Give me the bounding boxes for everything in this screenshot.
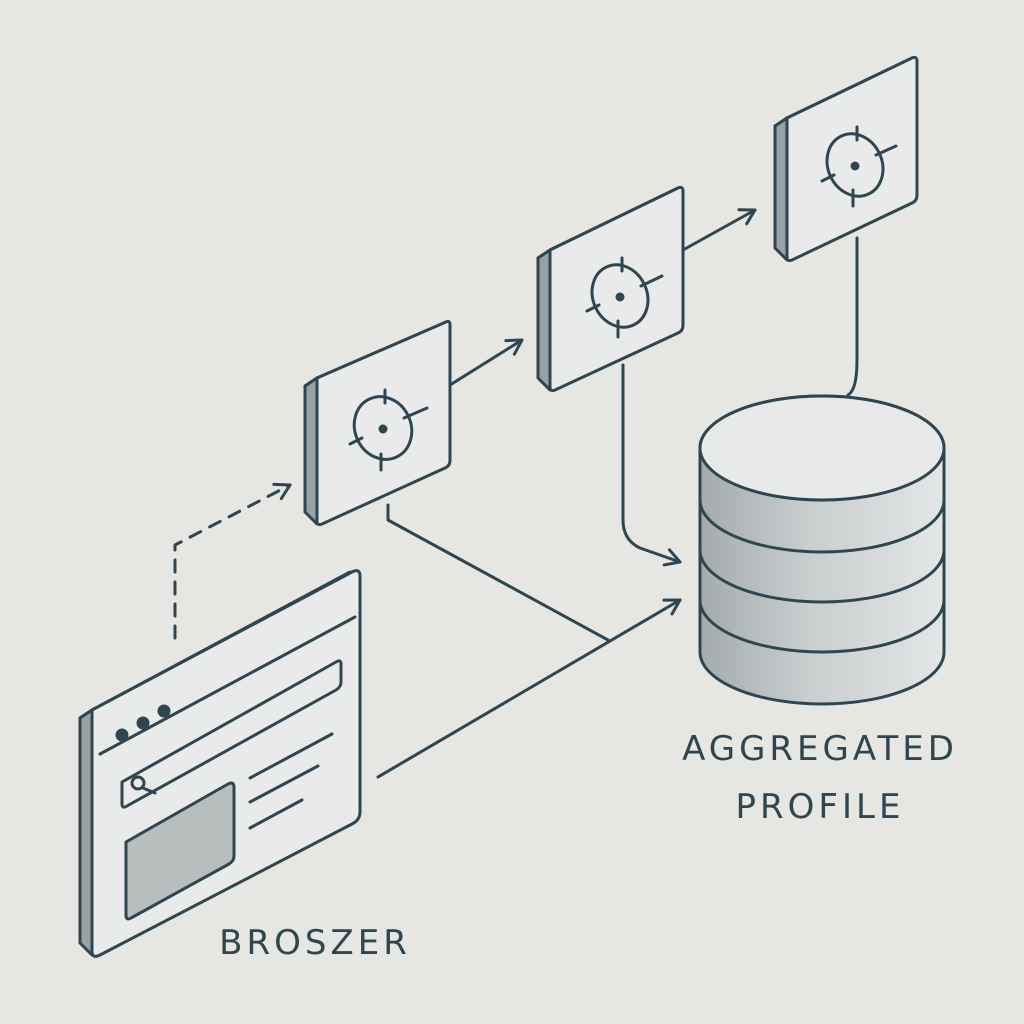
tracker-block-3 (773, 55, 919, 263)
database-cylinder-icon (698, 394, 946, 706)
connector-browser-database (376, 598, 682, 779)
aggregated-profile-label: AGGREGATED PROFILE (640, 720, 1000, 836)
crosshair-icon (348, 388, 429, 472)
address-bar (120, 659, 343, 809)
connector-tracker2-tracker3 (681, 208, 757, 252)
connector-tracker3-database (846, 236, 859, 397)
browser-label: BROSZER (219, 923, 411, 963)
dashed-connector (173, 482, 292, 640)
search-icon (130, 775, 157, 795)
crosshair-icon (820, 125, 898, 208)
content-image-panel (124, 781, 236, 921)
tracker-block-2 (536, 185, 685, 393)
tracker-block-1 (303, 319, 452, 527)
crosshair-icon (585, 256, 664, 339)
aggregated-profile-label-line2: PROFILE (735, 787, 905, 827)
browser-window-icon (78, 569, 362, 958)
connector-tracker2-database (621, 363, 682, 567)
connector-tracker1-tracker2 (448, 338, 524, 387)
connector-tracker1-merge (386, 503, 610, 642)
aggregated-profile-label-line1: AGGREGATED (682, 729, 958, 769)
